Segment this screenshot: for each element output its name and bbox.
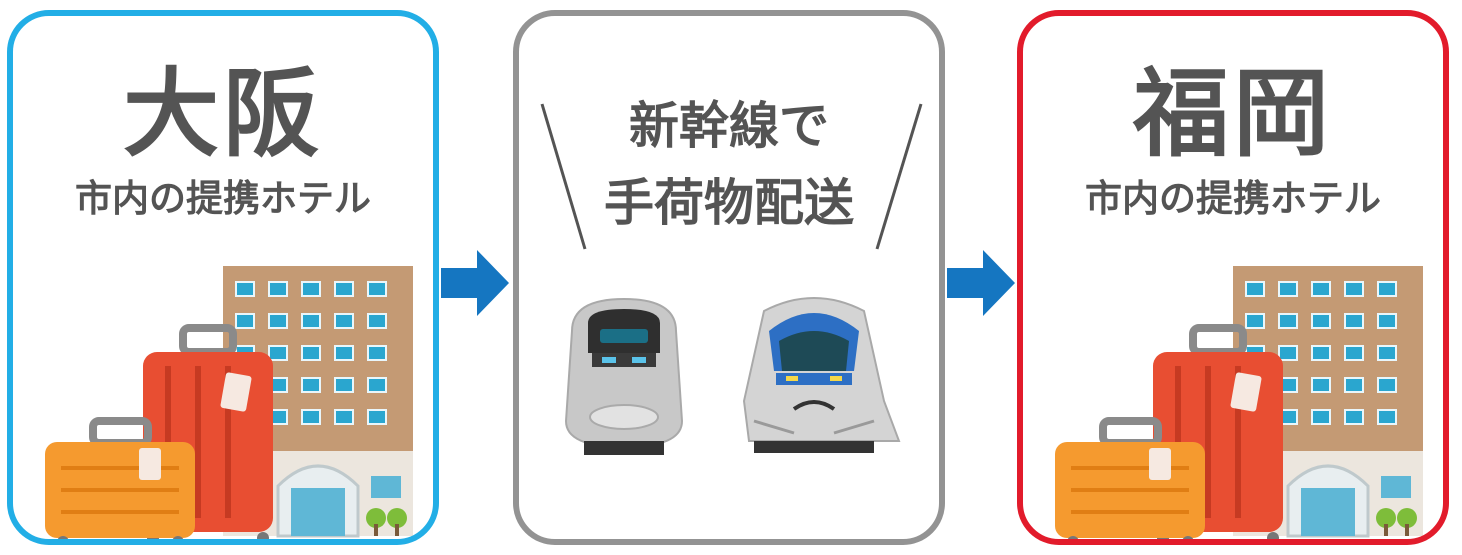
- origin-city-label: 大阪: [123, 58, 323, 170]
- arrow-right-icon: [441, 250, 509, 316]
- shinkansen-train-icon: [564, 297, 684, 455]
- hotel-luggage-illustration: [45, 266, 413, 539]
- origin-hotel-label: 市内の提携ホテル: [75, 177, 371, 220]
- blue-shinkansen-train-icon: [742, 297, 901, 453]
- destination-city-label: 福岡: [1133, 58, 1333, 170]
- emphasis-lines: [540, 103, 923, 250]
- service-title-line1: 新幹線で: [629, 97, 829, 155]
- orange-suitcase-icon: [45, 417, 195, 539]
- arrow-right-icon: [947, 250, 1015, 316]
- hotel-luggage-illustration: [1055, 266, 1423, 539]
- transport-panel-shinkansen: 新幹線で 手荷物配送: [513, 10, 945, 545]
- trains-illustration: [564, 297, 901, 455]
- destination-panel-fukuoka: 福岡 市内の提携ホテル: [1017, 10, 1449, 545]
- service-title-line2: 手荷物配送: [604, 174, 854, 232]
- orange-suitcase-icon: [1055, 417, 1205, 539]
- destination-hotel-label: 市内の提携ホテル: [1085, 177, 1381, 220]
- origin-panel-osaka: 大阪 市内の提携ホテル: [7, 10, 439, 545]
